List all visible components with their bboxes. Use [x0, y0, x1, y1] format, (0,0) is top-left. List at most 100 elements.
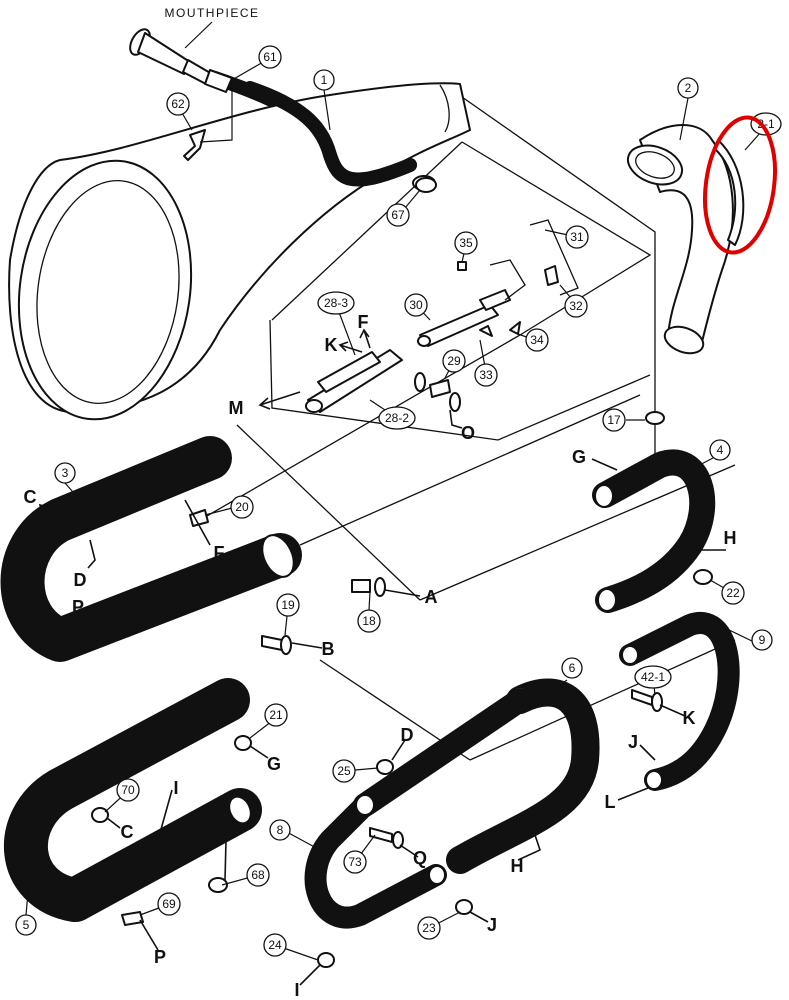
callouts: 1 2 2-1 3 4 5 6 8 9 17 18 19 20 21 22 23…	[15, 45, 782, 957]
svg-text:28-2: 28-2	[385, 411, 409, 425]
callout-4: 4	[709, 439, 731, 461]
callout-25: 25	[332, 759, 356, 783]
callout-61: 61	[258, 45, 282, 69]
letter-F-lower: F	[214, 543, 225, 563]
svg-text:25: 25	[337, 764, 351, 778]
callout-31: 31	[565, 225, 589, 249]
tube-9	[619, 612, 740, 791]
callout-62: 62	[166, 92, 190, 116]
tube-3	[0, 436, 302, 662]
callout-69: 69	[157, 892, 181, 916]
letter-B: B	[322, 639, 335, 659]
reference-arrows	[38, 328, 726, 986]
svg-text:30: 30	[409, 298, 423, 312]
letter-D-upper: D	[74, 570, 87, 590]
letter-H-lower: H	[511, 856, 524, 876]
letter-J-lower: J	[487, 915, 497, 935]
callout-6: 6	[561, 657, 583, 679]
tube-8	[304, 794, 447, 929]
svg-text:3: 3	[62, 466, 69, 480]
svg-text:32: 32	[569, 299, 583, 313]
svg-text:8: 8	[277, 823, 284, 837]
callout-29: 29	[442, 349, 466, 373]
callout-30: 30	[404, 293, 428, 317]
svg-text:23: 23	[422, 921, 436, 935]
callout-33: 33	[474, 363, 498, 387]
callout-24: 24	[263, 933, 287, 957]
svg-text:17: 17	[607, 413, 621, 427]
callout-35: 35	[454, 231, 478, 255]
letter-H-upper: H	[724, 528, 737, 548]
svg-text:68: 68	[251, 868, 265, 882]
svg-text:20: 20	[235, 500, 249, 514]
svg-text:70: 70	[121, 783, 135, 797]
svg-text:22: 22	[726, 586, 740, 600]
callout-17: 17	[602, 408, 626, 432]
letter-C-upper: C	[24, 487, 37, 507]
letter-J-right: J	[628, 732, 638, 752]
letter-G-lower: G	[267, 754, 281, 774]
svg-text:2: 2	[685, 81, 692, 95]
letter-Q: Q	[413, 848, 427, 868]
callout-18: 18	[357, 609, 381, 633]
svg-text:29: 29	[447, 354, 461, 368]
svg-text:42-1: 42-1	[641, 670, 665, 684]
callout-1: 1	[313, 69, 335, 91]
callout-22: 22	[721, 581, 745, 605]
tube-5	[4, 678, 262, 922]
callout-21: 21	[264, 703, 288, 727]
letter-P-upper: P	[72, 597, 84, 617]
callout-23: 23	[417, 916, 441, 940]
svg-text:6: 6	[569, 661, 576, 675]
svg-text:61: 61	[263, 50, 277, 64]
tube-4	[592, 449, 716, 613]
reference-letters: M K F O C D P F A B G H G C I P D Q H J …	[24, 312, 737, 1000]
svg-text:69: 69	[162, 897, 176, 911]
svg-text:34: 34	[530, 333, 544, 347]
svg-text:21: 21	[269, 708, 283, 722]
svg-text:18: 18	[362, 614, 376, 628]
tube-6	[353, 678, 600, 874]
svg-text:35: 35	[459, 236, 473, 250]
svg-text:5: 5	[23, 918, 30, 932]
callout-32: 32	[564, 294, 588, 318]
letter-D-lower: D	[401, 725, 414, 745]
callout-42-1: 42-1	[634, 665, 672, 689]
callout-34: 34	[525, 328, 549, 352]
callout-3: 3	[54, 462, 76, 484]
svg-text:73: 73	[348, 855, 362, 869]
callout-8: 8	[269, 819, 291, 841]
callout-19: 19	[276, 593, 300, 617]
letter-K-upper: K	[325, 335, 338, 355]
svg-text:4: 4	[717, 443, 724, 457]
letter-I-lower: I	[294, 980, 299, 1000]
svg-text:24: 24	[268, 938, 282, 952]
svg-text:28-3: 28-3	[324, 296, 348, 310]
callout-9: 9	[751, 629, 773, 651]
mouthpiece-leader	[184, 21, 213, 49]
bell	[8, 81, 471, 421]
svg-text:9: 9	[759, 633, 766, 647]
valve-group	[305, 219, 579, 413]
letter-K-lower: K	[683, 708, 696, 728]
letter-O: O	[461, 423, 475, 443]
callout-5: 5	[15, 914, 37, 936]
letter-L: L	[605, 792, 616, 812]
callout-68: 68	[246, 863, 270, 887]
letter-M: M	[229, 398, 244, 418]
highlight-ring-part-2-1	[703, 115, 777, 255]
letter-P-lower: P	[154, 947, 166, 967]
svg-text:62: 62	[171, 97, 185, 111]
callout-2: 2	[677, 77, 699, 99]
mouthpiece	[129, 28, 213, 85]
svg-text:67: 67	[391, 208, 405, 222]
callout-28-3: 28-3	[317, 291, 355, 315]
callout-20: 20	[230, 495, 254, 519]
svg-text:19: 19	[281, 598, 295, 612]
bracket-62	[183, 129, 206, 161]
callout-73: 73	[343, 850, 367, 874]
hardware-parts	[91, 177, 713, 968]
callout-70: 70	[116, 778, 140, 802]
